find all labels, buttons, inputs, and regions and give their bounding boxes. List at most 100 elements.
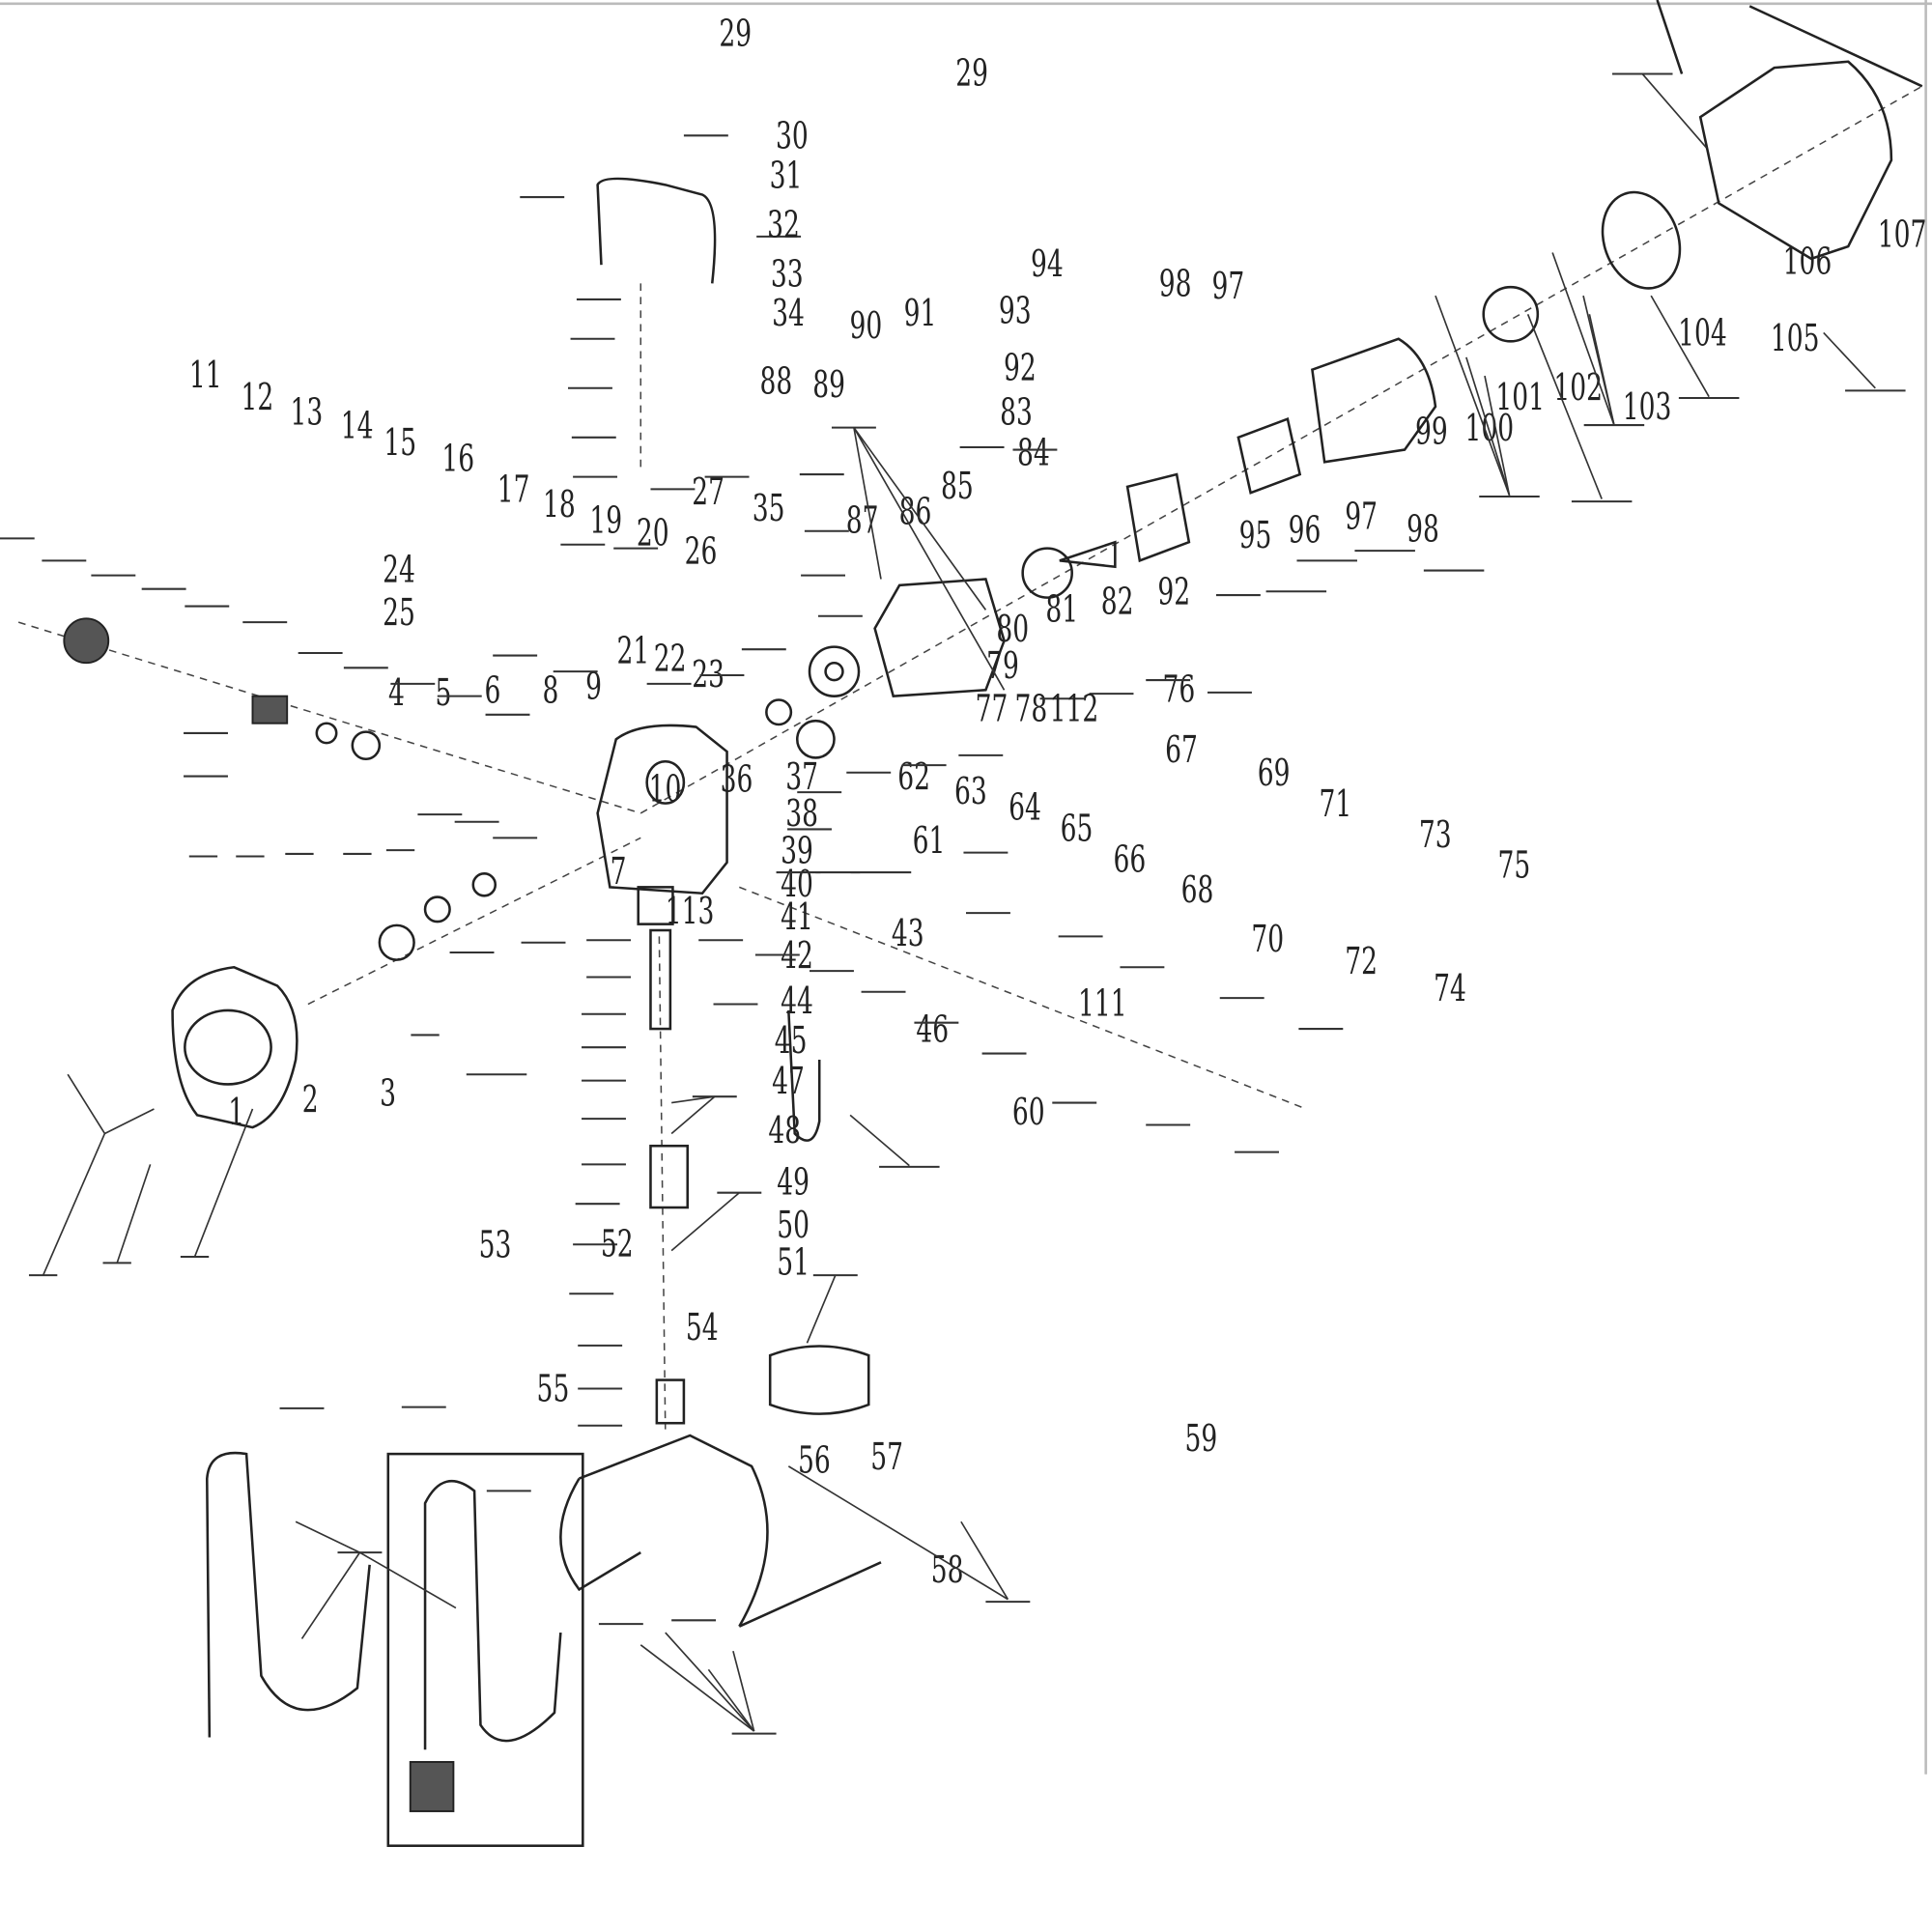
part-number: 11: [189, 354, 222, 396]
leader-line: [670, 1095, 716, 1135]
power-cord: [787, 1009, 821, 1142]
part-number: 92: [1004, 347, 1037, 389]
part-label-46: 46: [717, 1008, 949, 1194]
part-number: 79: [986, 644, 1019, 687]
part-number: 70: [1251, 918, 1284, 960]
part-number: 96: [1289, 509, 1321, 552]
part-label-47: 47: [573, 1060, 805, 1246]
part-number: 6: [485, 669, 501, 712]
part-number: 81: [1045, 588, 1078, 631]
part-label-25: 25: [184, 591, 415, 778]
part-number: 95: [1239, 514, 1272, 556]
part-label-105: 105: [1571, 317, 1819, 503]
part-label-11: 11: [0, 354, 222, 540]
part-label-44: 44: [582, 980, 813, 1166]
part-number: 71: [1320, 782, 1352, 825]
part-number: 9: [585, 666, 602, 708]
parts-shapes: [63, 0, 1923, 1847]
part-label-40: 40: [582, 863, 813, 1049]
suction-hose: [423, 1480, 562, 1750]
part-label-103: 103: [1423, 385, 1671, 572]
leader-line: [732, 1650, 755, 1732]
part-label-69: 69: [1058, 752, 1291, 938]
part-label-45: 45: [575, 1019, 808, 1206]
gearbox-housing: [596, 724, 728, 895]
part-number: 34: [772, 292, 805, 334]
leader-line: [295, 1520, 360, 1553]
handle: [596, 177, 717, 284]
part-number: 85: [941, 465, 974, 507]
part-label-88: 88: [560, 360, 792, 546]
part-number: 7: [611, 850, 627, 893]
part-number: 73: [1419, 813, 1452, 856]
part-number: 67: [1165, 728, 1198, 771]
part-number: 55: [537, 1368, 570, 1410]
part-number: 53: [479, 1224, 512, 1266]
part-label-93: 93: [799, 290, 1032, 476]
part-label-24: 24: [184, 549, 415, 734]
part-number: 20: [637, 511, 669, 554]
part-label-70: 70: [1052, 918, 1284, 1104]
part-label-4: 4: [188, 671, 405, 858]
part-label-55: 55: [337, 1368, 570, 1554]
strainer: [768, 1345, 870, 1415]
part-number: 106: [1783, 241, 1833, 283]
part-number: 82: [1101, 581, 1134, 623]
part-label-12: 12: [42, 376, 273, 562]
part-label-56: 56: [598, 1439, 831, 1626]
leader-line: [849, 1114, 910, 1167]
leader-line: [1823, 331, 1876, 389]
leader-line: [707, 1668, 755, 1732]
part-label-16: 16: [242, 438, 474, 624]
part-label-37: 37: [586, 755, 818, 942]
part-label-17: 17: [298, 469, 530, 655]
leader-line: [639, 1644, 755, 1732]
part-number: 1: [228, 1091, 244, 1133]
part-label-92: 92: [958, 571, 1190, 756]
part-label-28: 28: [683, 134, 728, 137]
part-label-98: 98: [1208, 508, 1439, 694]
part-number: 101: [1495, 376, 1545, 418]
leader-line: [853, 427, 882, 580]
part-number: 54: [686, 1306, 719, 1349]
leader-line: [1435, 295, 1511, 497]
part-label-65: 65: [861, 808, 1093, 993]
part-label-53: 53: [279, 1224, 512, 1409]
part-label-95: 95: [1039, 514, 1272, 700]
part-label-63: 63: [754, 770, 987, 956]
part-label-100: 100: [1265, 407, 1514, 593]
part-number: 19: [589, 499, 622, 542]
part-label-35: 35: [553, 487, 785, 673]
part-label-73: 73: [1219, 813, 1452, 1000]
part-number: 78: [1014, 688, 1047, 730]
return-hose: [206, 1451, 371, 1738]
part-label-39: 39: [582, 830, 813, 1015]
part-number: 2: [302, 1078, 319, 1121]
part-number: 57: [870, 1435, 903, 1478]
part-number: 80: [996, 608, 1029, 650]
part-label-6: 6: [285, 669, 501, 855]
part-number: 21: [616, 630, 649, 672]
part-number: 4: [388, 671, 405, 714]
part-label-60: 60: [812, 1091, 1045, 1277]
stator: [1236, 416, 1302, 495]
motor-housing: [1311, 337, 1437, 464]
leader-line: [670, 1192, 740, 1252]
part-label-21: 21: [417, 630, 649, 816]
part-number: 22: [654, 638, 687, 680]
part-label-77: 77: [776, 688, 1008, 874]
part-number: 40: [781, 863, 813, 905]
part-number: 74: [1434, 967, 1466, 1009]
part-label-75: 75: [1298, 844, 1530, 1031]
part-label-26: 26: [485, 530, 717, 716]
front-cover: [171, 965, 298, 1129]
part-label-14: 14: [141, 404, 374, 590]
leader-line: [1526, 313, 1603, 499]
part-label-109: 109: [1612, 72, 1673, 75]
part-number: 83: [1000, 390, 1033, 433]
part-number: 46: [916, 1008, 949, 1050]
leader-line: [960, 1520, 1009, 1601]
part-label-67: 67: [966, 728, 1198, 915]
part-label-66: 66: [914, 838, 1146, 1024]
